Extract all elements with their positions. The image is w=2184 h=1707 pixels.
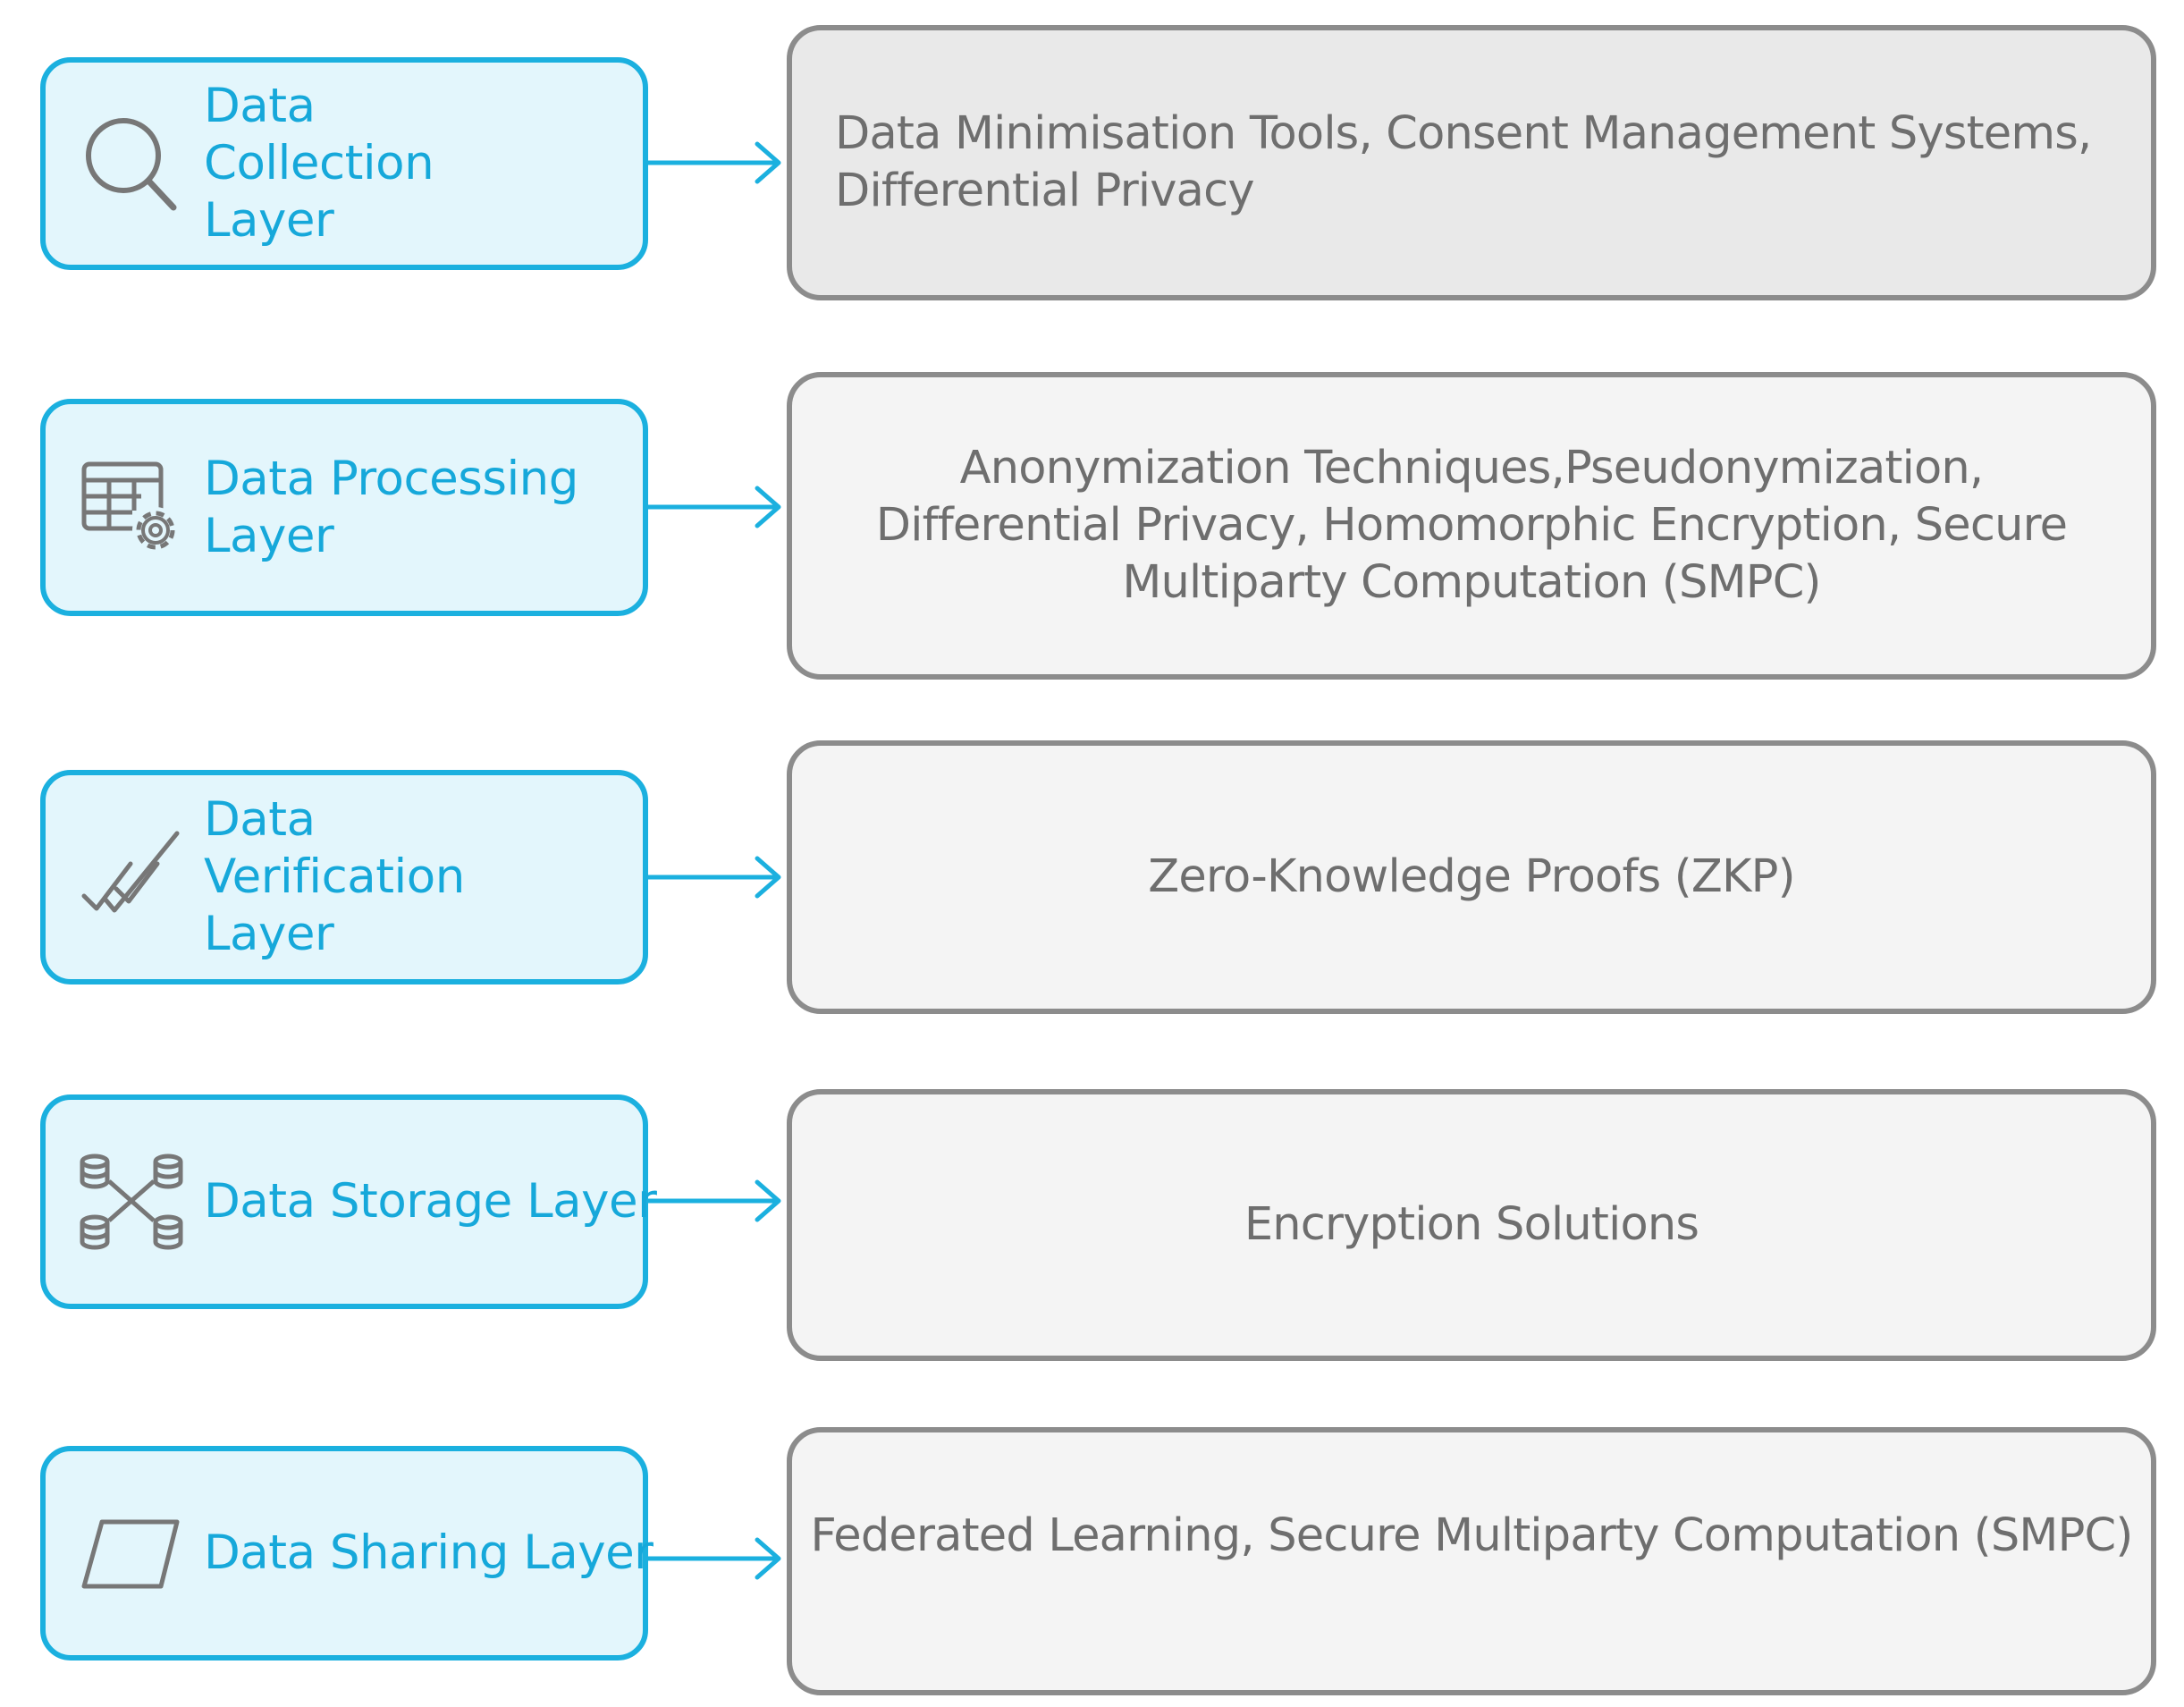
layer-box-data-processing: Data Processing Layer <box>40 399 648 616</box>
detail-box-data-sharing: Federated Learning, Secure Multiparty Co… <box>787 1427 2156 1695</box>
table-gear-icon <box>79 455 184 561</box>
connector-arrow <box>648 1179 781 1222</box>
detail-text: Federated Learning, Secure Multiparty Co… <box>810 1509 2134 1562</box>
connector-arrow <box>648 856 781 899</box>
parallelogram-icon <box>79 1500 184 1606</box>
double-check-icon <box>79 824 184 930</box>
layer-box-data-collection: Data Collection Layer <box>40 57 648 270</box>
layer-label: Data Processing Layer <box>204 451 578 563</box>
connector-arrow <box>648 486 781 528</box>
layer-label: Data Verification Layer <box>204 792 465 961</box>
detail-text: Anonymization Techniques,Pseudonymizatio… <box>875 442 2068 609</box>
detail-box-data-collection: Data Minimisation Tools, Consent Managem… <box>787 25 2156 300</box>
layer-label: Data Sharing Layer <box>204 1525 654 1580</box>
database-network-icon <box>79 1149 184 1255</box>
detail-text: Zero-Knowledge Proofs (ZKP) <box>1148 850 1795 903</box>
layer-box-data-sharing: Data Sharing Layer <box>40 1446 654 1661</box>
connector-arrow <box>648 141 781 184</box>
layer-box-data-storage: Data Storage Layer <box>40 1094 657 1309</box>
detail-text: Encryption Solutions <box>1244 1198 1699 1251</box>
layer-label: Data Storage Layer <box>204 1174 657 1229</box>
detail-text: Data Minimisation Tools, Consent Managem… <box>835 107 2092 217</box>
connector-arrow <box>648 1537 781 1580</box>
detail-box-data-verification: Zero-Knowledge Proofs (ZKP) <box>787 740 2156 1014</box>
detail-box-data-storage: Encryption Solutions <box>787 1089 2156 1361</box>
layer-label: Data Collection Layer <box>204 79 434 248</box>
layer-box-data-verification: Data Verification Layer <box>40 770 648 984</box>
search-icon <box>79 111 184 216</box>
detail-box-data-processing: Anonymization Techniques,Pseudonymizatio… <box>787 372 2156 680</box>
